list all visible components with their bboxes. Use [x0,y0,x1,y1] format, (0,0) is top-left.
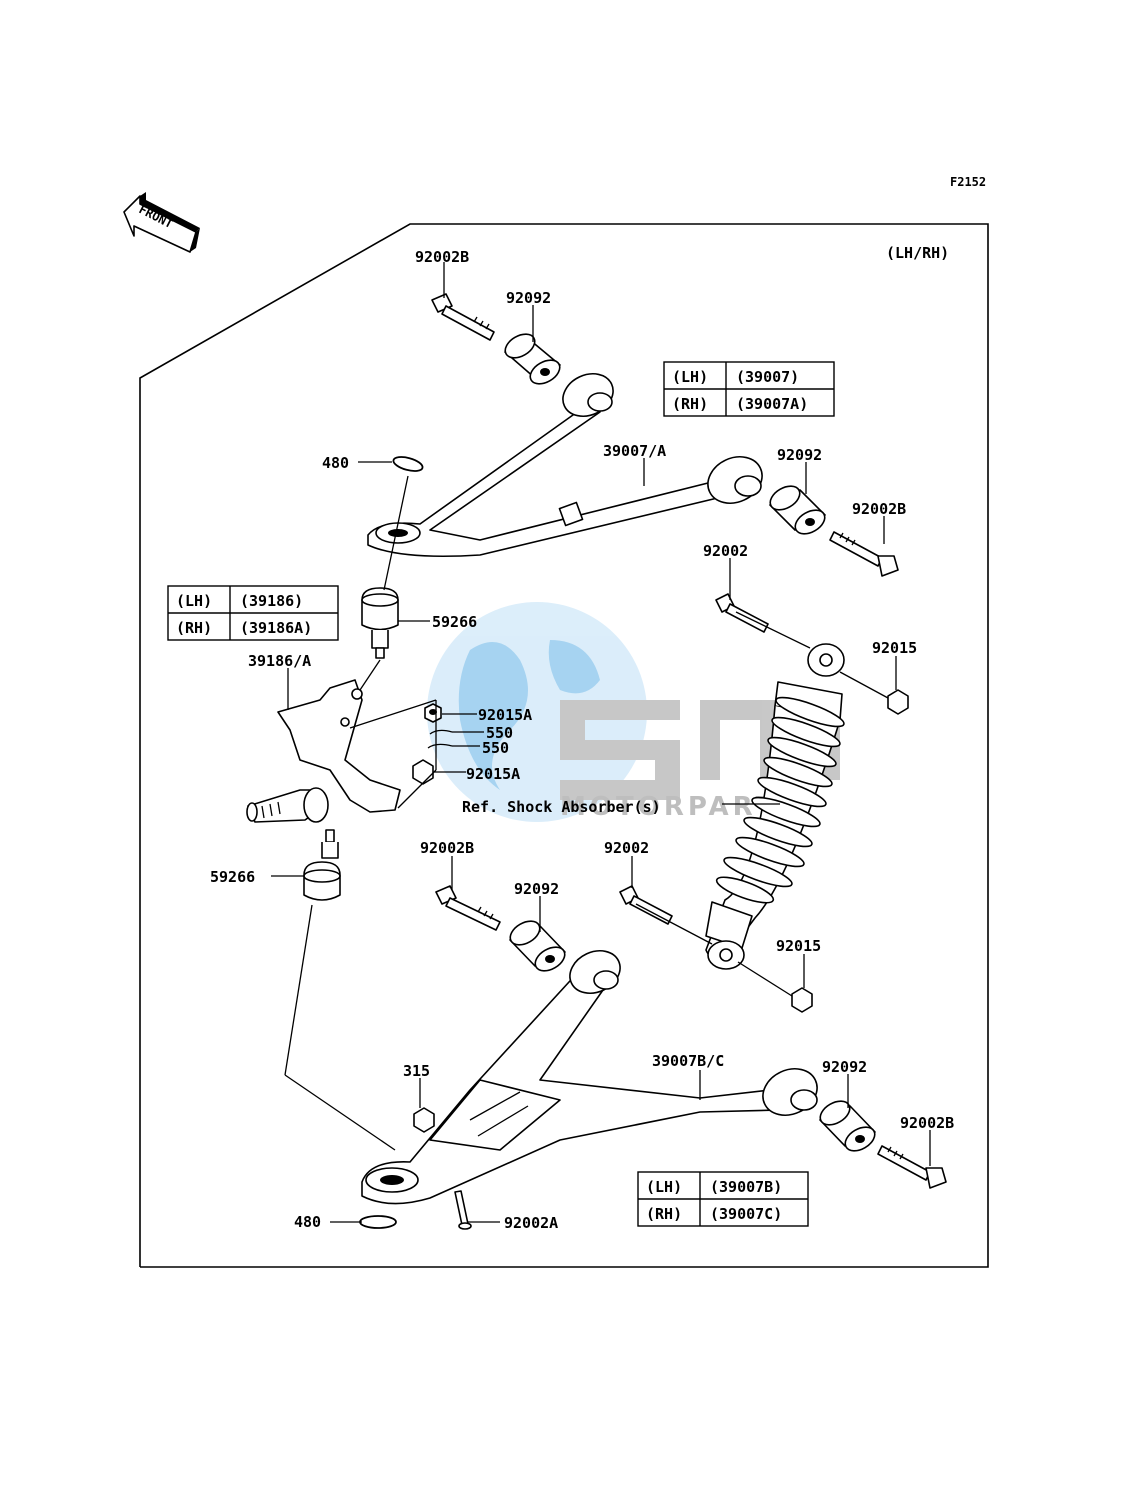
watermark-letter-s [560,700,680,800]
lower-a-arm [361,950,818,1205]
callout-480-bottom: 480 [294,1213,321,1231]
table-lower-arm: (LH) (39007B) (RH) (39007C) [637,1171,809,1227]
callouts: 92002B 92092 480 39007/A 92092 92002B 92… [210,248,954,1232]
ball-joint-lower [303,829,341,901]
table-lower-rh: (RH) [646,1205,682,1223]
callout-550-a: 550 [486,724,513,742]
callout-92015-lower: 92015 [776,937,821,955]
table-knuckle-lh-part: (39186) [240,592,303,610]
cotter-pin-a [429,729,453,735]
table-lower-rh-part: (39007C) [710,1205,782,1223]
bolt-upper-left [431,293,495,341]
table-upper-rh-part: (39007A) [736,395,808,413]
table-upper-rh: (RH) [672,395,708,413]
nut-92015A-a [424,703,442,723]
table-knuckle-rh: (RH) [176,619,212,637]
callout-92092-lower: 92092 [514,880,559,898]
side-note: (LH/RH) [886,244,949,262]
bushing-lower-right [819,1100,876,1152]
callout-92092-bottom: 92092 [822,1058,867,1076]
callout-92002B-lower: 92002B [420,839,474,857]
callout-315: 315 [403,1062,430,1080]
callout-480-top: 480 [322,454,349,472]
callout-92015-upper: 92015 [872,639,917,657]
bushing-upper-right [769,485,826,535]
callout-92002B-bottom: 92002B [900,1114,954,1132]
table-lower-lh-part: (39007B) [710,1178,782,1196]
callout-59266-lower: 59266 [210,868,255,886]
callout-550-b: 550 [482,739,509,757]
table-lower-lh: (LH) [646,1178,682,1196]
table-knuckle-lh: (LH) [176,592,212,610]
nut-shock-upper [887,689,909,715]
figure-code: F2152 [950,175,986,189]
callout-92002A: 92002A [504,1214,558,1232]
nut-315 [413,1107,435,1133]
ref-shock-note: Ref. Shock Absorber(s) [462,798,661,816]
table-upper-arm: (LH) (39007) (RH) (39007A) [663,361,835,417]
callout-92002B-top: 92002B [415,248,469,266]
nut-92015A-b [412,759,434,785]
callout-39186A: 39186/A [248,652,311,670]
diagram-frame [139,223,989,1268]
front-arrow-icon: FRONT [123,192,200,253]
callout-39007BC: 39007B/C [652,1052,724,1070]
callout-92092-right: 92092 [777,446,822,464]
table-upper-lh: (LH) [672,368,708,386]
bolt-92002A [454,1190,472,1230]
bushing-lower-left [509,920,566,972]
steering-knuckle [246,679,401,823]
callout-92002-lower: 92002 [604,839,649,857]
ball-joint-upper [361,587,399,659]
callout-92092-top: 92092 [506,289,551,307]
bolt-lower-left [435,885,501,931]
table-knuckle-rh-part: (39186A) [240,619,312,637]
table-upper-lh-part: (39007) [736,368,799,386]
callout-39007A: 39007/A [603,442,666,460]
callout-92002B-right: 92002B [852,500,906,518]
leader-lines [271,262,931,1223]
circlip-lower [359,1215,397,1229]
bolt-lower-right [877,1145,947,1189]
callout-92002-upper: 92002 [703,542,748,560]
cotter-pin-b [427,743,453,749]
callout-92015A-b: 92015A [466,765,520,783]
nut-shock-lower [791,987,813,1013]
callout-59266-upper: 59266 [432,613,477,631]
callout-92015A-a: 92015A [478,706,532,724]
bolt-shock-upper [715,593,769,633]
circlip-upper [392,456,424,472]
table-knuckle: (LH) (39186) (RH) (39186A) [167,585,339,641]
shock-absorber [705,643,845,970]
bolt-upper-right [829,531,899,577]
bushing-upper-left [504,333,561,385]
shock-spring [715,696,845,904]
upper-a-arm [367,373,763,558]
